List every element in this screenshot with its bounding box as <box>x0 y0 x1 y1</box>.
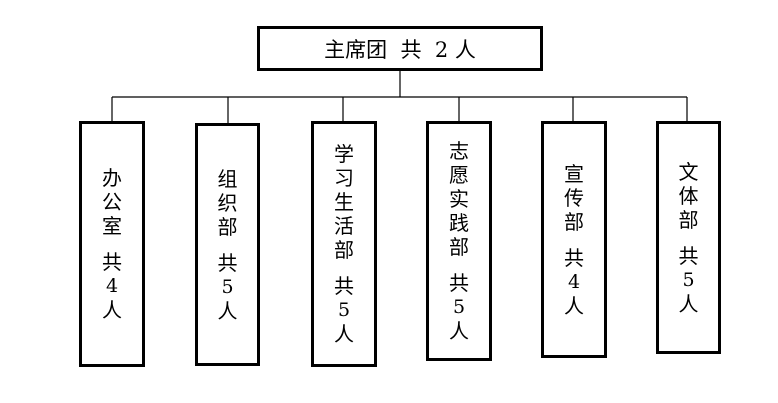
department-name-char: 活 <box>334 214 354 238</box>
headcount-unit: 人 <box>564 293 584 318</box>
department-name-char: 室 <box>102 214 122 238</box>
department-name: 志愿实践部 <box>449 139 469 259</box>
presidium-label: 主席团 共 2 人 <box>324 37 476 62</box>
department-name-char: 传 <box>564 185 584 210</box>
headcount-unit: 人 <box>678 291 699 316</box>
department-name-char: 部 <box>678 207 699 232</box>
headcount-prefix: 共 <box>217 250 238 275</box>
department-name: 文体部 <box>679 160 699 232</box>
department-name-char: 宣 <box>564 161 584 186</box>
department-name-char: 学 <box>334 142 354 166</box>
department-name: 学习生活部 <box>334 142 354 262</box>
headcount-number: 5 <box>221 275 234 298</box>
department-name-char: 文 <box>678 159 699 184</box>
headcount-unit: 人 <box>334 322 354 346</box>
headcount-prefix: 共 <box>102 250 122 274</box>
headcount-unit: 人 <box>217 298 238 323</box>
department-name-char: 生 <box>334 190 354 214</box>
department-name-char: 织 <box>217 190 238 215</box>
department-name-char: 体 <box>678 183 699 208</box>
headcount-prefix: 共 <box>334 274 354 298</box>
headcount-prefix: 共 <box>678 243 699 268</box>
headcount-number: 4 <box>567 270 581 293</box>
department-name-char: 志 <box>449 139 469 163</box>
department-name-char: 办 <box>102 166 122 190</box>
department-name: 办公室 <box>102 166 122 238</box>
department-name: 宣传部 <box>564 162 584 234</box>
presidium-box: 主席团 共 2 人 <box>257 26 543 71</box>
department-name-char: 践 <box>449 211 469 235</box>
department-name-char: 公 <box>102 190 122 214</box>
headcount-number: 5 <box>337 299 351 321</box>
headcount-unit: 人 <box>102 298 122 322</box>
headcount-number: 5 <box>452 296 466 318</box>
headcount-unit: 人 <box>449 319 469 343</box>
department-name-char: 部 <box>564 209 584 234</box>
department-name-char: 部 <box>449 235 469 259</box>
department-name-char: 组 <box>217 166 238 191</box>
department-name: 组织部 <box>218 167 238 239</box>
headcount-prefix: 共 <box>564 245 584 270</box>
headcount-number: 5 <box>682 268 695 291</box>
department-name-char: 实 <box>449 187 469 211</box>
headcount-number: 4 <box>105 275 119 297</box>
headcount-prefix: 共 <box>449 271 469 295</box>
department-name-char: 习 <box>334 166 354 190</box>
department-name-char: 愿 <box>449 163 469 187</box>
department-name-char: 部 <box>217 214 238 239</box>
department-name-char: 部 <box>334 238 354 262</box>
